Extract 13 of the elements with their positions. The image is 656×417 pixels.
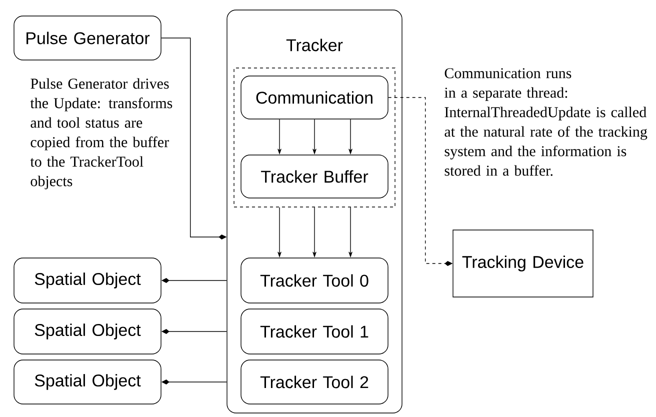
process-box: Pulse Generator: [14, 16, 162, 60]
process-box: Tracker Tool 0: [240, 258, 388, 304]
process-box: Tracker Tool 1: [240, 308, 388, 354]
process-box: Spatial Object: [14, 258, 162, 304]
process-box: Communication: [240, 76, 388, 120]
process-box: Spatial Object: [14, 360, 162, 404]
process-box: Tracker Buffer: [240, 154, 388, 198]
process-box: Tracker Tool 2: [240, 360, 388, 404]
process-box: Spatial Object: [14, 308, 162, 354]
device-box: Tracking Device: [452, 230, 594, 298]
note-text: Communication runs in a separate thread: InternalThreadedUpdate is called at the natural rate of the tracking system and the information is stored in a buffer.: [444, 68, 648, 176]
note-text: Pulse Generator drives the Update: transforms and tool status are copied from the buffer to the TrackerTool objects: [30, 78, 172, 190]
dashed-group-box: [234, 68, 396, 208]
